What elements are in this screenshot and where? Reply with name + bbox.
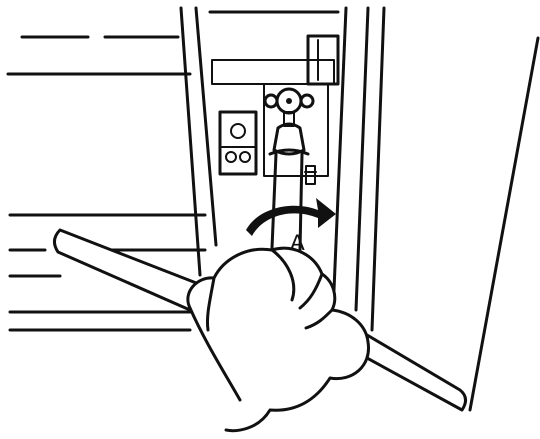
terminal-box	[220, 112, 256, 174]
gloved-hand	[188, 248, 369, 430]
valve-handle-icon	[265, 89, 313, 126]
